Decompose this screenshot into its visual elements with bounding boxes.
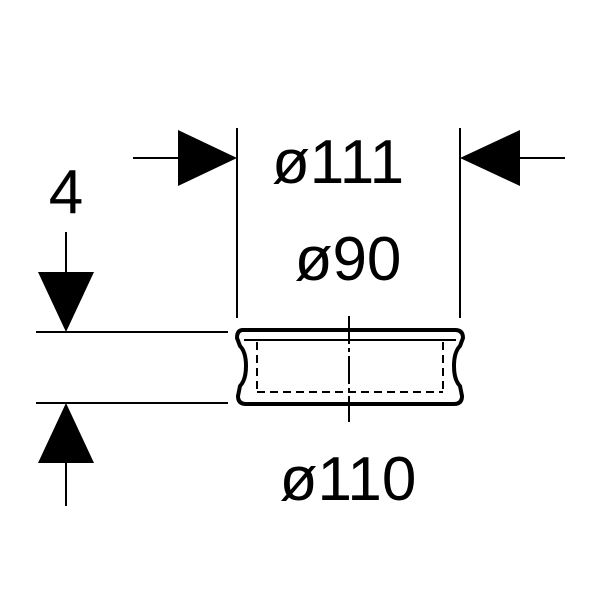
arrowhead-down-icon <box>38 272 94 332</box>
dimension-label-outer-top: ø111 <box>272 128 404 197</box>
dimension-label-inner: ø90 <box>295 225 402 294</box>
dimension-label-outer-bottom: ø110 <box>280 445 417 514</box>
arrowhead-right-icon <box>178 130 237 186</box>
arrowhead-up-icon <box>38 403 94 463</box>
ring-part <box>235 316 465 422</box>
dimension-outer-top: ø111 <box>133 128 565 318</box>
dimension-label-height: 4 <box>49 158 83 227</box>
ring-outline <box>235 328 465 406</box>
dimension-height: 4 <box>36 158 228 506</box>
arrowhead-left-icon <box>460 130 520 186</box>
